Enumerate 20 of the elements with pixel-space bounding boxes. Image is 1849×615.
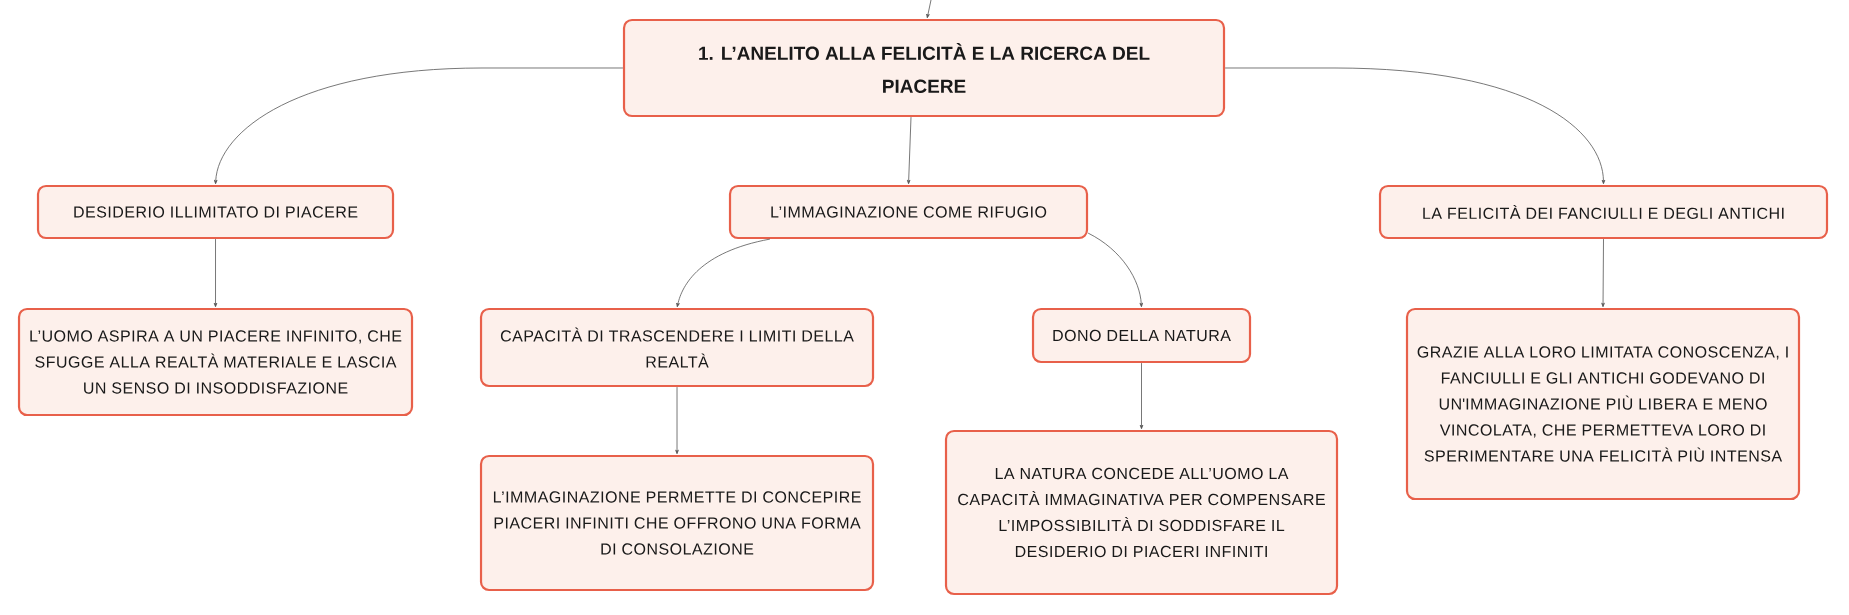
concept-box: CAPACITÀ DI TRASCENDERE I LIMITI DELLA REALTÀ xyxy=(479,307,875,388)
concept-box: GRAZIE ALLA LORO LIMITATA CONOSCENZA, I FANCIULLI E GLI ANTICHI GODEVANO DI UN'IMMAGINAZIONE PIÙ LIBERA E MENO VINCOLATA, CHE PERMETTEVA LORO DI SPERIMENTARE UNA FELICITÀ PIÙ INTENSA xyxy=(1405,307,1801,501)
arrow xyxy=(213,238,218,308)
concept-box: LA FELICITÀ DEI FANCIULLI E DEGLI ANTICHI xyxy=(1378,184,1829,240)
arrow xyxy=(1087,232,1143,308)
arrow xyxy=(1601,238,1605,308)
arrow xyxy=(675,386,679,455)
topic-box: 1. L’ANELITO ALLA FELICITÀ E LA RICERCA DEL PIACERE xyxy=(622,18,1226,118)
concept-box: LA NATURA CONCEDE ALL’UOMO LA CAPACITÀ IMMAGINATIVA PER COMPENSARE L’IMPOSSIBILITÀ DI SODDISFARE IL DESIDERIO DI PIACERI INFINITI xyxy=(944,429,1339,596)
arrow xyxy=(1139,362,1144,430)
concept-box: L’IMMAGINAZIONE COME RIFUGIO xyxy=(728,184,1089,240)
arrow xyxy=(1224,67,1606,185)
concept-box: L’UOMO ASPIRA A UN PIACERE INFINITO, CHE SFUGGE ALLA REALTÀ MATERIALE E LASCIA UN SENSO DI INSODDISFAZIONE xyxy=(17,307,414,417)
arrow xyxy=(906,116,912,185)
concept-box: DONO DELLA NATURA xyxy=(1031,307,1252,364)
concept-box: L’IMMAGINAZIONE PERMETTE DI CONCEPIRE PIACERI INFINITI CHE OFFRONO UNA FORMA DI CONSOLAZIONE xyxy=(479,454,875,592)
arrow xyxy=(214,67,624,185)
arrow xyxy=(676,238,771,308)
concept-box: DESIDERIO ILLIMITATO DI PIACERE xyxy=(36,184,395,240)
arrow xyxy=(926,0,932,19)
